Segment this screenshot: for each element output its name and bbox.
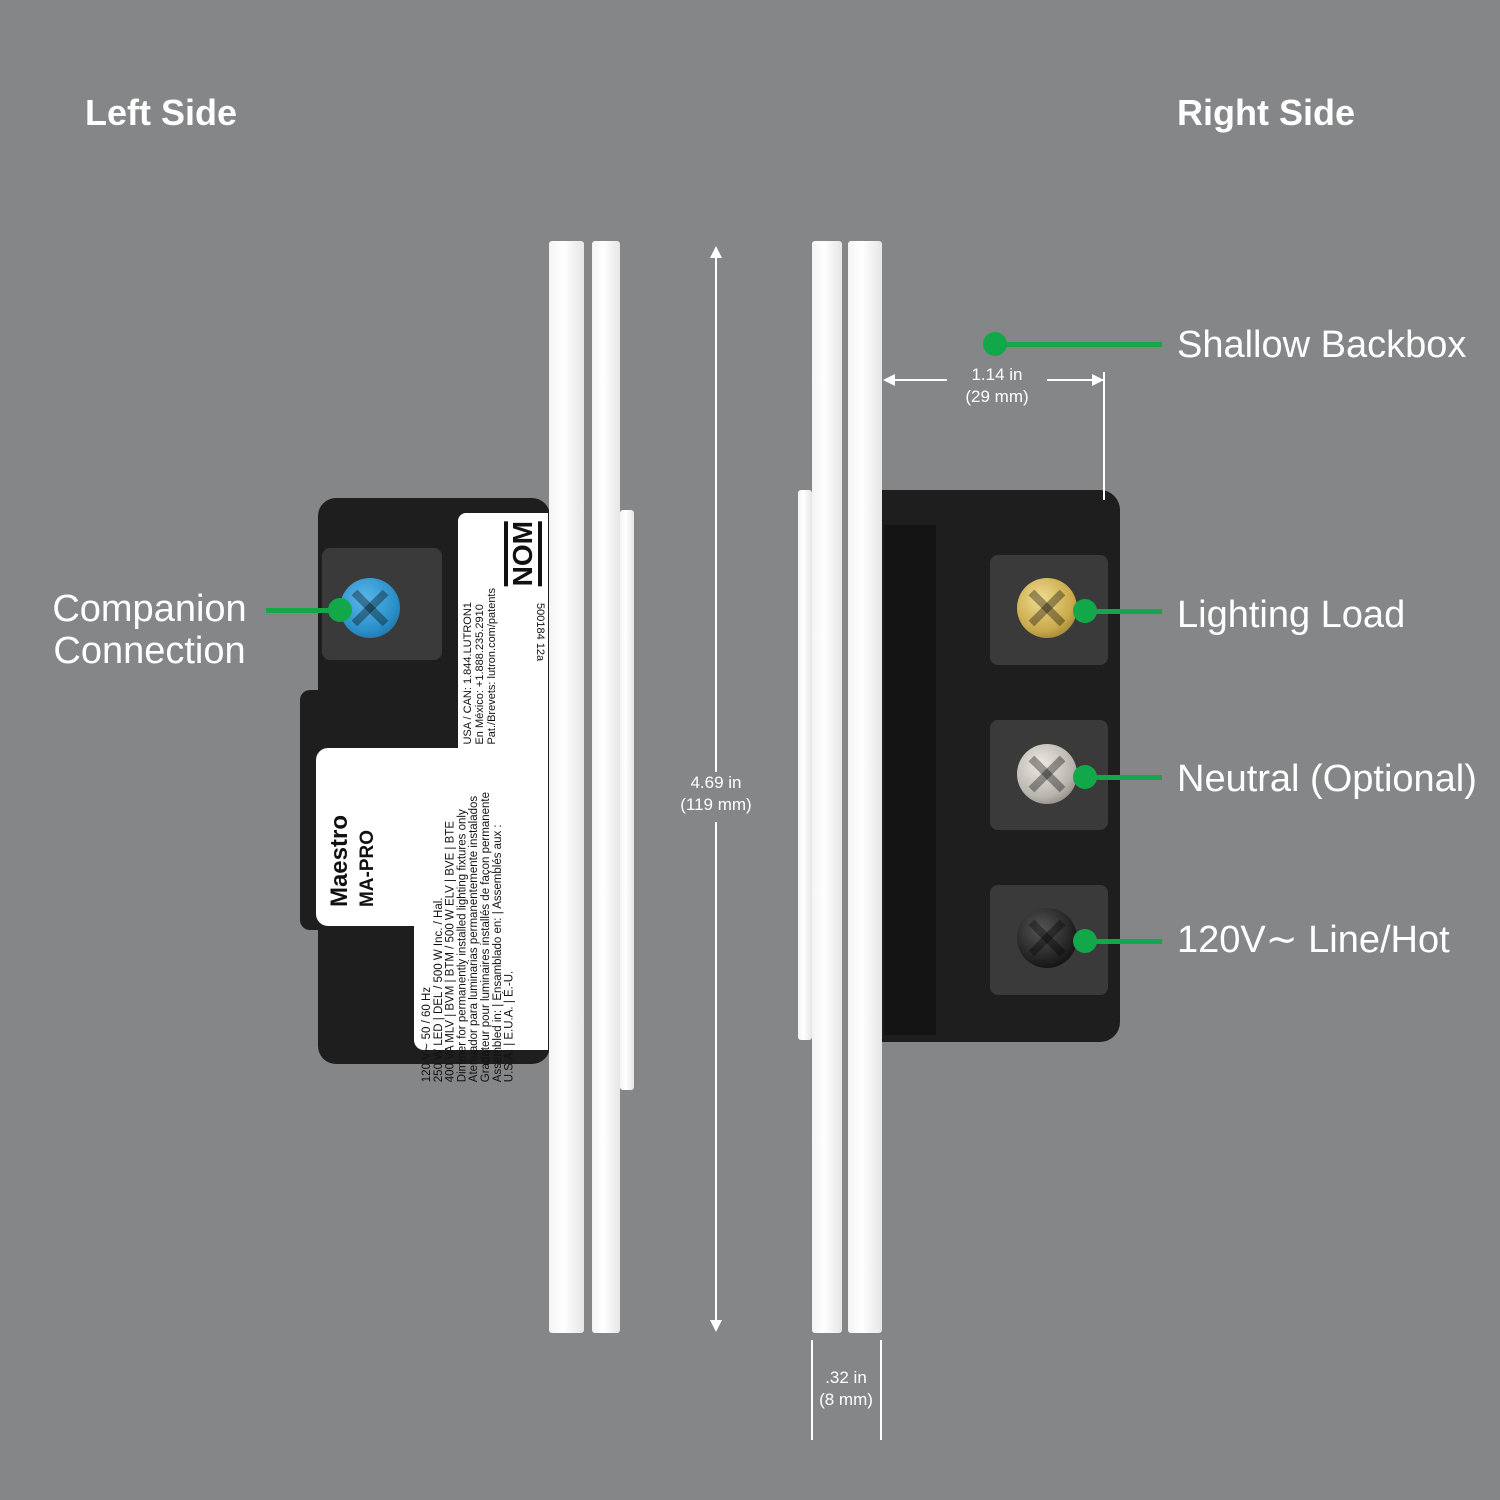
wallplate-rear [848,241,882,1333]
part-number: 500184 12a [534,603,546,662]
line-screw-icon [1017,908,1077,968]
arrow-up-icon [710,246,722,258]
right-side-title: Right Side [1177,92,1355,133]
nom-mark: NOM [504,521,542,587]
contact-info: USA / CAN: 1.844.LUTRON1 En México: +1.8… [462,588,498,745]
paddle-edge [798,490,812,1040]
neutral-screw-icon [1017,744,1077,804]
thickness-mm: (8 mm) [819,1390,873,1409]
left-side-title: Left Side [85,92,238,133]
upper-label: USA / CAN: 1.844.LUTRON1 En México: +1.8… [458,513,548,749]
arrow-left-icon [883,374,895,386]
callout-leader [1085,609,1162,614]
spec-line: U.S.A. | E.U.A. | É.-U. [503,970,516,1083]
depth-label: 1.14 in (29 mm) [947,364,1047,410]
thickness-line [880,1340,882,1440]
thickness-in: .32 in [825,1368,867,1387]
lower-label [316,748,548,926]
contact-line: En México: +1.888.235.2910 [474,604,486,745]
callout-leader [1085,939,1162,944]
callout-dot [328,598,352,622]
depth-mm: (29 mm) [965,387,1029,406]
line-label: 120V∼ Line/Hot [1177,919,1450,961]
depth-extension-line [1103,372,1105,500]
wallplate-rear [592,241,620,1333]
callout-line: Connection [53,630,246,672]
brand-block: Maestro MA-PRO [326,815,382,907]
contact-line: USA / CAN: 1.844.LUTRON1 [462,602,474,745]
thickness-label: .32 in (8 mm) [812,1367,880,1411]
load-screw-icon [1017,578,1077,638]
callout-leader [266,608,340,613]
callout-line: Companion [52,588,247,630]
wallplate-front [549,241,584,1333]
height-in: 4.69 in [690,773,742,792]
wallplate-front [812,241,842,1333]
model-name: MA-PRO [357,829,378,908]
spec-line: Atenuador para luminarias permanentement… [468,795,481,1083]
spec-block: 120 V∼ 50 / 60 Hz 250 W LED | DEL / 500 … [421,792,516,1083]
load-label: Lighting Load [1177,594,1406,636]
thickness-line [811,1340,813,1440]
arrow-right-icon [1092,374,1104,386]
brand-name: Maestro [326,815,353,908]
lower-label-extension [414,900,548,1050]
depth-in: 1.14 in [971,365,1023,384]
callout-leader [995,342,1162,347]
arrow-down-icon [710,1320,722,1332]
body-face [884,525,936,1035]
height-label: 4.69 in (119 mm) [666,772,766,822]
contact-line: Pat./Brevets: lutron.com/patents [486,588,498,745]
callout-leader [1085,775,1162,780]
companion-label: Companion Connection [47,588,252,672]
paddle-edge [620,510,634,1090]
neutral-label: Neutral (Optional) [1177,758,1477,800]
height-mm: (119 mm) [680,795,752,814]
backbox-label: Shallow Backbox [1177,324,1467,366]
